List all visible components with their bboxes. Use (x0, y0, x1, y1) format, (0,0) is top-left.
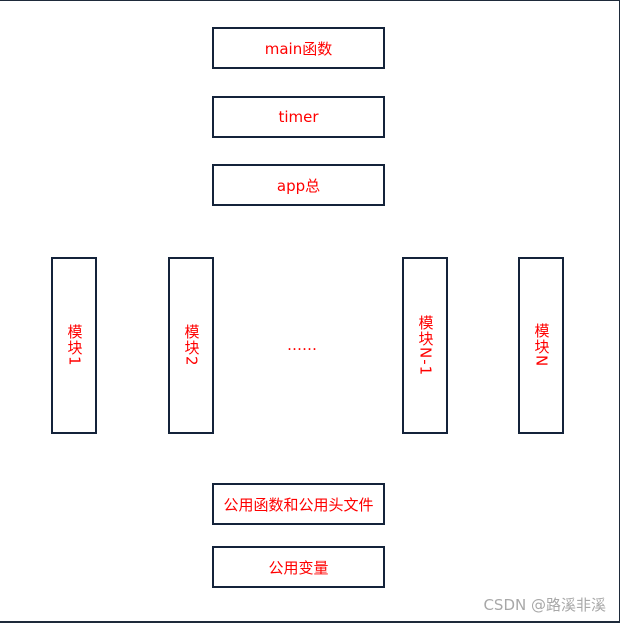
box-main-function-label: main函数 (264, 39, 333, 58)
module-ellipsis: …… (287, 336, 317, 354)
box-app-main: app总 (212, 164, 385, 206)
box-common-variables-label: 公用变量 (268, 558, 329, 577)
box-timer-label: timer (278, 108, 319, 126)
watermark-text: CSDN @路溪非溪 (483, 596, 606, 614)
box-module-1: 模块1 (51, 257, 97, 434)
box-module-1-label: 模块1 (65, 324, 84, 367)
box-module-2-label: 模块2 (182, 324, 201, 367)
frame-bottom-edge (0, 621, 620, 623)
box-common-variables: 公用变量 (212, 546, 385, 588)
box-module-n-label: 模块N (532, 323, 551, 368)
box-module-n-minus-1: 模块N-1 (402, 257, 448, 434)
box-common-functions-headers-label: 公用函数和公用头文件 (223, 495, 374, 514)
box-app-main-label: app总 (276, 176, 321, 195)
box-module-2: 模块2 (168, 257, 214, 434)
frame-top-edge (0, 0, 620, 1)
box-main-function: main函数 (212, 27, 385, 69)
box-common-functions-headers: 公用函数和公用头文件 (212, 483, 385, 525)
box-module-n: 模块N (518, 257, 564, 434)
box-timer: timer (212, 96, 385, 138)
box-module-n-minus-1-label: 模块N-1 (416, 314, 435, 377)
